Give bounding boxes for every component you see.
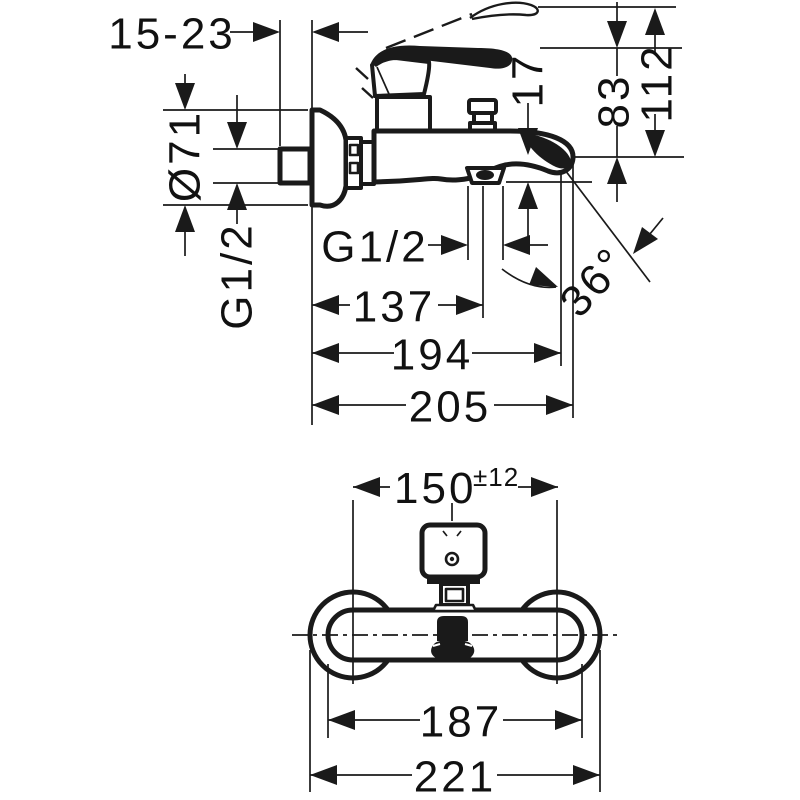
handle-collar-flare (431, 603, 478, 613)
arrowhead (227, 183, 247, 210)
arrowhead (353, 477, 380, 497)
angle-face-line (564, 169, 651, 283)
arrowhead (633, 227, 658, 254)
shower-outlet-thread (476, 170, 494, 180)
dim-escutcheon-diameter: Ø71 (161, 110, 210, 202)
arrowhead (546, 395, 573, 415)
arrowhead (175, 205, 195, 232)
escutcheon-side (309, 107, 349, 209)
lever-handle-front (419, 522, 488, 580)
dim-wall-to-outlet: 137 (353, 283, 435, 332)
dim-outlet-thread: G1/2 (321, 223, 428, 272)
dim-height-to-handle: 83 (590, 74, 639, 129)
handle-base-band (427, 577, 480, 584)
arrowhead (645, 130, 665, 157)
arrowhead (573, 765, 600, 785)
nut-detail (348, 161, 360, 175)
dim-inlet-thread: G1/2 (213, 222, 262, 329)
handle-indicator-dot-center (449, 556, 455, 562)
dim-wall-to-spout-tip: 194 (391, 331, 473, 380)
dim-outlet-offset: 17 (504, 53, 553, 108)
dim-connection-spacing: 150 (394, 464, 476, 513)
arrowhead (253, 22, 280, 42)
arrowhead (529, 267, 558, 287)
spout-opening-shading (522, 132, 571, 169)
arrowhead (312, 395, 339, 415)
arrowhead (503, 235, 530, 255)
front-view-dimension-lines (309, 477, 601, 792)
dim-height-handle-raised: 112 (633, 43, 682, 122)
dim-overall-width: 221 (414, 753, 496, 800)
lever-raised-dashed (361, 87, 374, 99)
diverter-front-top (437, 616, 468, 641)
nut-detail (348, 143, 360, 157)
lever-raised-dashed (385, 12, 473, 50)
handle-notch-marks (442, 530, 462, 537)
arrowhead (607, 157, 627, 184)
arrowhead (607, 21, 627, 48)
cartridge-housing (375, 95, 432, 133)
arrowhead (312, 343, 339, 363)
arrowhead (518, 128, 538, 155)
wall-union-nipple (277, 146, 313, 186)
arrowhead (441, 235, 468, 255)
arrowhead (310, 765, 337, 785)
side-view-arrowheads (175, 8, 665, 415)
lever-raised-tip (469, 1, 539, 21)
diverter-highlight (432, 643, 473, 647)
handle-collar-inner (444, 587, 465, 603)
dim-max-projection: 205 (409, 383, 491, 432)
diverter-front-skirt (431, 640, 475, 658)
mixer-body-side (371, 128, 576, 185)
arrowhead (312, 295, 339, 315)
arrowhead (555, 710, 582, 730)
lever-handle-side (371, 45, 513, 69)
arrowhead (531, 477, 558, 497)
arrowhead (312, 22, 339, 42)
angle-arc (501, 268, 557, 289)
front-view-faucet (292, 500, 618, 684)
side-view-faucet (277, 1, 576, 209)
arrowhead (456, 295, 483, 315)
dim-body-width: 187 (420, 698, 502, 747)
lever-edge-line (376, 66, 390, 95)
arrowhead (328, 710, 355, 730)
arrowhead (518, 182, 538, 209)
arrowhead (645, 8, 665, 35)
dim-spout-angle: 36° (551, 238, 638, 327)
arrowhead (175, 83, 195, 110)
dim-connection-tolerance: ±12 (473, 462, 519, 492)
arrowhead (227, 122, 247, 149)
dim-wall-depth-range: 15-23 (108, 10, 236, 59)
lever-raised-dashed (355, 67, 369, 80)
arrowhead (534, 343, 561, 363)
